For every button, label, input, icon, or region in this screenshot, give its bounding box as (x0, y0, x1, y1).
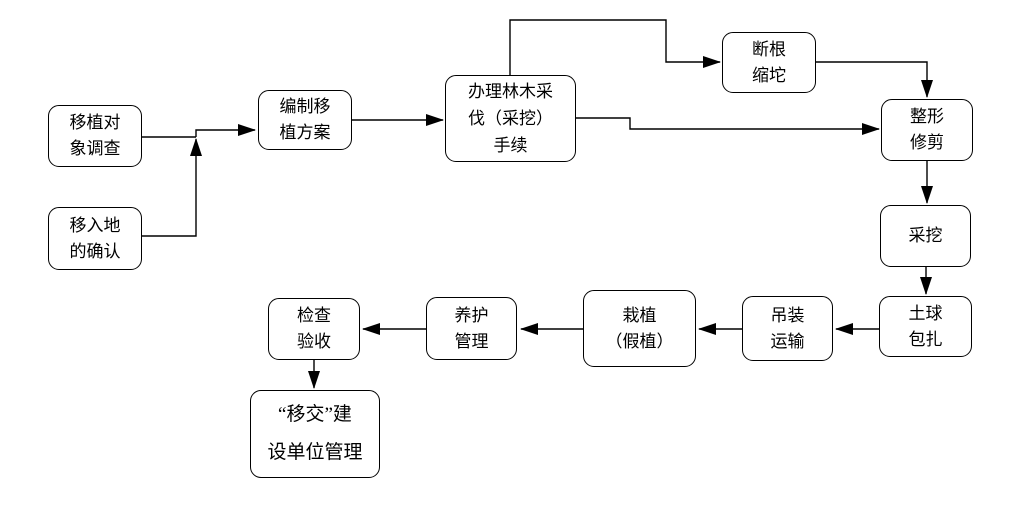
connector-permit-root-cut (509, 19, 721, 75)
node-handover-construction-unit: “移交”建 设单位管理 (250, 390, 380, 478)
connector-destination-junction (142, 138, 202, 237)
node-inspection-acceptance: 检查 验收 (268, 298, 360, 360)
node-root-cutting: 断根 缩坨 (722, 32, 816, 93)
node-hoisting-transport: 吊装 运输 (742, 296, 833, 361)
connector-root-cut-pruning (816, 61, 933, 98)
node-maintenance-management: 养护 管理 (426, 297, 517, 360)
node-destination-confirmation: 移入地 的确认 (48, 207, 142, 270)
node-digging: 采挖 (880, 205, 971, 267)
connector-permit-pruning (576, 117, 880, 135)
node-transplant-object-survey: 移植对 象调查 (48, 105, 142, 167)
node-transplant-plan: 编制移 植方案 (258, 90, 352, 150)
connector-junction-plan (195, 124, 256, 137)
node-logging-permit-procedures: 办理林木采 伐（采挖） 手续 (445, 75, 576, 162)
node-shaping-pruning: 整形 修剪 (881, 99, 973, 161)
node-planting-temporary: 栽植 （假植） (583, 290, 696, 367)
node-root-ball-wrapping: 土球 包扎 (879, 296, 972, 357)
